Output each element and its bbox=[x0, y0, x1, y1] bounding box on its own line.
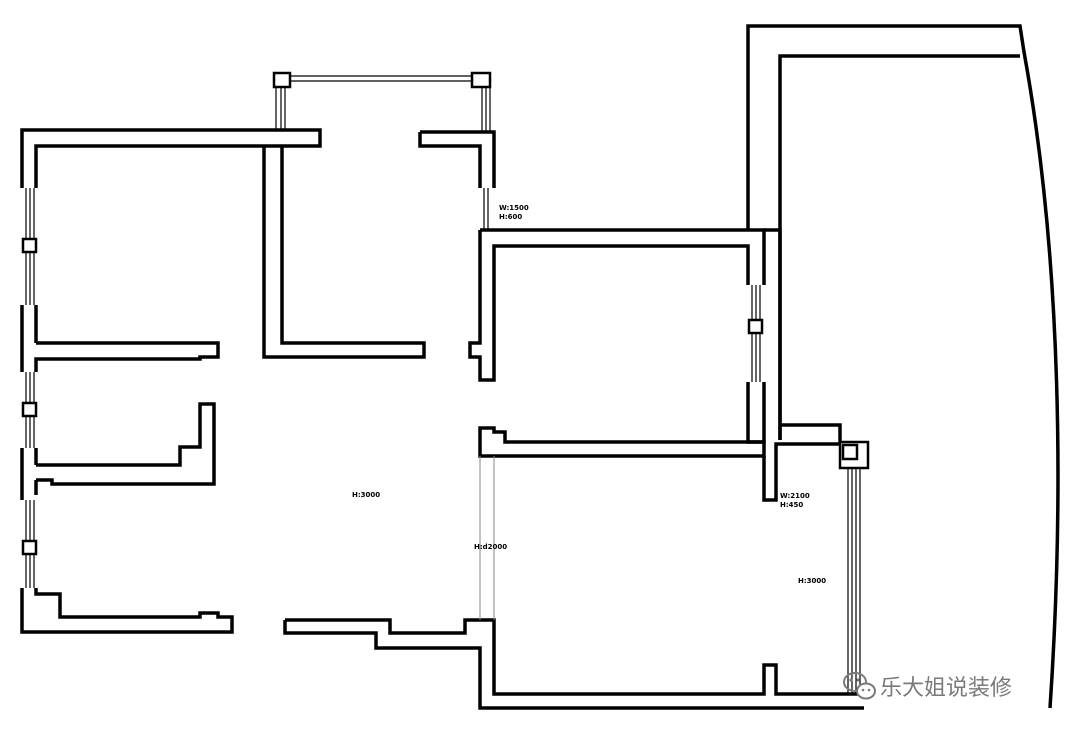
windows bbox=[25, 75, 861, 694]
balcony-outline bbox=[746, 24, 1060, 709]
watermark: 乐大姐说装修 bbox=[843, 672, 1012, 701]
room-large-height: H:3000 bbox=[352, 491, 380, 499]
exterior-walls bbox=[20, 128, 864, 710]
window-top-width: W:1500 bbox=[499, 204, 529, 212]
door-mid-height: H:d2000 bbox=[474, 543, 507, 551]
window-right-height: H:450 bbox=[780, 501, 803, 509]
wechat-icon bbox=[843, 672, 876, 700]
watermark-text: 乐大姐说装修 bbox=[880, 676, 1012, 701]
window-top-height: H:600 bbox=[499, 213, 522, 221]
room-right-height: H:3000 bbox=[798, 577, 826, 585]
annotations: W:1500 H:600 W:2100 H:450 H:3000 H:d2000… bbox=[352, 204, 826, 585]
window-posts bbox=[21, 71, 870, 556]
interior-walls bbox=[34, 130, 842, 502]
window-right-width: W:2100 bbox=[780, 492, 810, 500]
